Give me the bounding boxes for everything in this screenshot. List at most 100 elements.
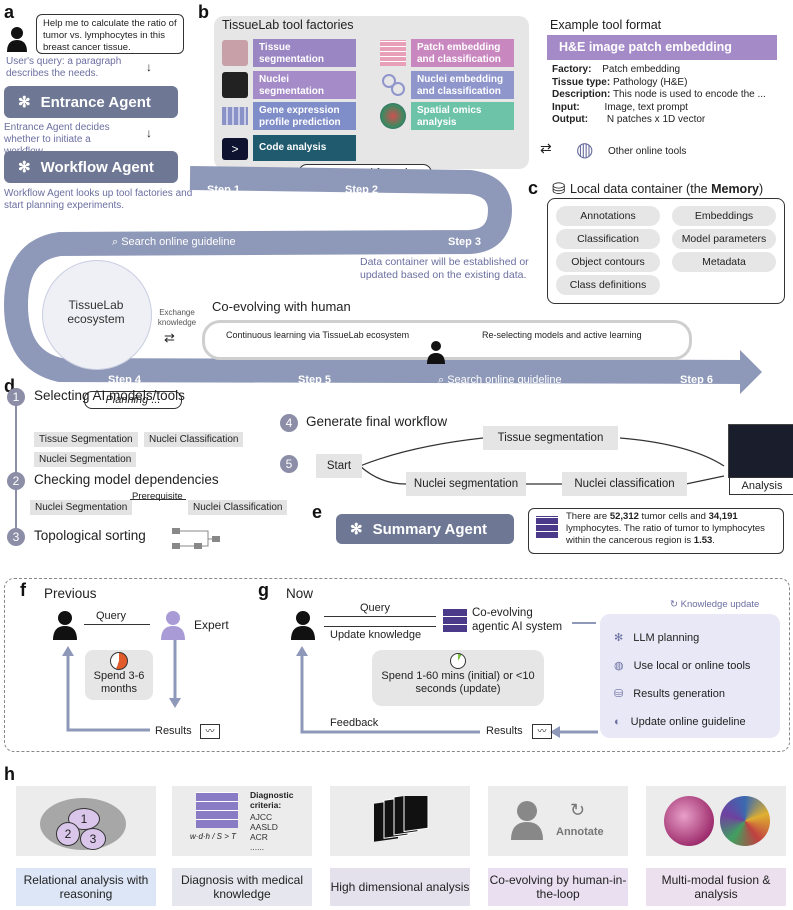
memory-item: Model parameters bbox=[672, 229, 776, 249]
system-step: Results generation bbox=[633, 688, 725, 700]
factory-gene-expression[interactable]: Gene expression profile prediction bbox=[253, 102, 356, 130]
expert-label: Expert bbox=[194, 618, 229, 632]
ratio-value: 1.53 bbox=[693, 535, 713, 546]
example-value: This node is used to encode the ... bbox=[612, 89, 766, 100]
expert-icon bbox=[160, 610, 186, 640]
workflow-path bbox=[4, 166, 762, 394]
example-title: Example tool format bbox=[550, 18, 662, 32]
arrow-down-icon: ↓ bbox=[146, 60, 152, 74]
h-label-high-dim: High dimensional analysis bbox=[330, 868, 470, 906]
step-3: Step 3 bbox=[448, 236, 482, 248]
workflow-tissue-seg: Tissue segmentation bbox=[483, 426, 618, 450]
other-tools-label: Other online tools bbox=[608, 146, 687, 157]
workflow-edges bbox=[359, 437, 725, 485]
summary-text-part: . bbox=[712, 535, 715, 546]
factory-nuclei-embedding[interactable]: Nuclei embedding and classification bbox=[411, 71, 514, 99]
dependency-from: Nuclei Segmentation bbox=[30, 500, 133, 515]
factory-tissue-segmentation[interactable]: Tissue segmentation bbox=[253, 39, 356, 67]
entrance-agent-label: Entrance Agent bbox=[40, 93, 151, 111]
factory-nuclei-segmentation[interactable]: Nuclei segmentation bbox=[253, 71, 356, 99]
panel-letter-g: g bbox=[258, 580, 269, 600]
step-2: Step 2 bbox=[345, 184, 379, 196]
continuous-learning-label: Continuous learning via TissueLab ecosys… bbox=[226, 330, 410, 340]
memory-note: Data container will be established or up… bbox=[360, 256, 529, 281]
dependency-to: Nuclei Classification bbox=[188, 500, 288, 515]
step-4: Step 4 bbox=[108, 374, 142, 386]
factory-code-analysis[interactable]: Code analysis bbox=[253, 135, 356, 161]
system-steps-list: ✻LLM planning ◍Use local or online tools… bbox=[614, 624, 750, 736]
example-key: Description: bbox=[552, 89, 611, 100]
example-value: Patch embedding bbox=[602, 64, 681, 75]
h-label-diagnosis: Diagnosis with medical knowledge bbox=[172, 868, 312, 906]
h-label-human-loop: Co-evolving by human-in-the-loop bbox=[488, 868, 628, 906]
ku-text: Knowledge update bbox=[680, 599, 760, 610]
analysis-node: Analysis bbox=[729, 477, 793, 495]
system-step: LLM planning bbox=[633, 632, 700, 644]
planning-label: Planning ... bbox=[84, 391, 182, 409]
summary-agent-button[interactable]: ✻Summary Agent bbox=[336, 514, 514, 544]
diag-formula: w·d·h / S > T bbox=[190, 832, 237, 841]
h-label-relational: Relational analysis with reasoning bbox=[16, 868, 156, 906]
arrow-right-icon bbox=[572, 622, 596, 624]
panel-letter-c: c bbox=[528, 178, 539, 198]
f-title: Previous bbox=[44, 586, 97, 601]
step-number: 2 bbox=[7, 472, 25, 490]
workflow-note: Workflow Agent looks up tool factories a… bbox=[4, 188, 193, 211]
entrance-agent-button[interactable]: ✻Entrance Agent bbox=[4, 86, 178, 118]
network-icon: ✻ bbox=[18, 159, 31, 176]
user-icon bbox=[290, 610, 316, 640]
steps-connector bbox=[15, 396, 17, 536]
memory-item: Embeddings bbox=[672, 206, 776, 226]
d-step2-title: Checking model dependencies bbox=[34, 472, 219, 487]
diag-items: AJCC AASLD ACR ...... bbox=[250, 812, 278, 852]
system-grid-icon bbox=[443, 608, 467, 632]
example-key: Tissue type: bbox=[552, 76, 611, 88]
memory-title-bold: Memory bbox=[711, 182, 760, 196]
region-num: 3 bbox=[80, 828, 106, 850]
tumor-count: 52,312 bbox=[609, 511, 639, 522]
exchange-knowledge-label: Exchange knowledge bbox=[157, 308, 197, 327]
network-icon: ✻ bbox=[350, 521, 363, 538]
selected-model: Tissue Segmentation bbox=[34, 432, 138, 447]
refresh-icon: ↻ bbox=[670, 599, 681, 610]
search-icon: ⌕ bbox=[438, 374, 448, 386]
annotate-label: Annotate bbox=[556, 826, 604, 838]
lymphocyte-count: 34,191 bbox=[708, 511, 738, 522]
workflow-agent-button[interactable]: ✻Workflow Agent bbox=[4, 151, 178, 183]
example-key: Output: bbox=[552, 114, 589, 125]
patch-grid-thumbnail bbox=[380, 40, 406, 66]
stacked-slices-icon bbox=[372, 789, 432, 848]
ecosystem-circle bbox=[42, 260, 152, 370]
system-label: Co-evolving agentic AI system bbox=[472, 607, 563, 633]
memory-item: Classification bbox=[556, 229, 660, 249]
h-label-multimodal: Multi-modal fusion & analysis bbox=[646, 868, 786, 906]
pie-clock-icon bbox=[110, 652, 128, 670]
database-icon: ⛁ bbox=[614, 688, 624, 700]
step-number: 5 bbox=[280, 455, 298, 473]
user-icon bbox=[52, 610, 78, 640]
prerequisite-label: Prerequisite bbox=[132, 491, 183, 502]
diag-item: AASLD bbox=[250, 822, 278, 832]
workflow-nuclei-seg: Nuclei segmentation bbox=[406, 472, 526, 496]
panel-letter-h: h bbox=[4, 764, 15, 784]
user-icon bbox=[6, 26, 28, 52]
selected-model: Nuclei Segmentation bbox=[34, 452, 137, 467]
memory-item: Metadata bbox=[672, 252, 776, 272]
database-icon: ⛁ bbox=[552, 181, 566, 198]
example-value: Image, text prompt bbox=[604, 101, 688, 113]
summary-text-part: There are bbox=[566, 511, 610, 522]
factory-spatial-omics[interactable]: Spatial omics analysis bbox=[411, 102, 514, 130]
reselect-label: Re-selecting models and active learning bbox=[482, 330, 642, 340]
system-step: Update online guideline bbox=[630, 716, 746, 728]
brain-icon: ◐ bbox=[614, 716, 621, 728]
system-steps-box bbox=[600, 614, 780, 738]
example-rows: Factory: Patch embedding Tissue type: Pa… bbox=[552, 64, 782, 127]
factory-patch-embedding[interactable]: Patch embedding and classification bbox=[411, 39, 514, 67]
panel-letter-d: d bbox=[4, 376, 15, 396]
refresh-icon: ↻ bbox=[570, 800, 586, 820]
panel-letter-e: e bbox=[312, 502, 323, 522]
spend-label-f: Spend 3-6 months bbox=[93, 670, 145, 695]
query-label: Query bbox=[360, 602, 390, 614]
step-1: Step 1 bbox=[207, 184, 241, 196]
spend-label-g: Spend 1-60 mins (initial) or <10 seconds… bbox=[381, 670, 535, 695]
